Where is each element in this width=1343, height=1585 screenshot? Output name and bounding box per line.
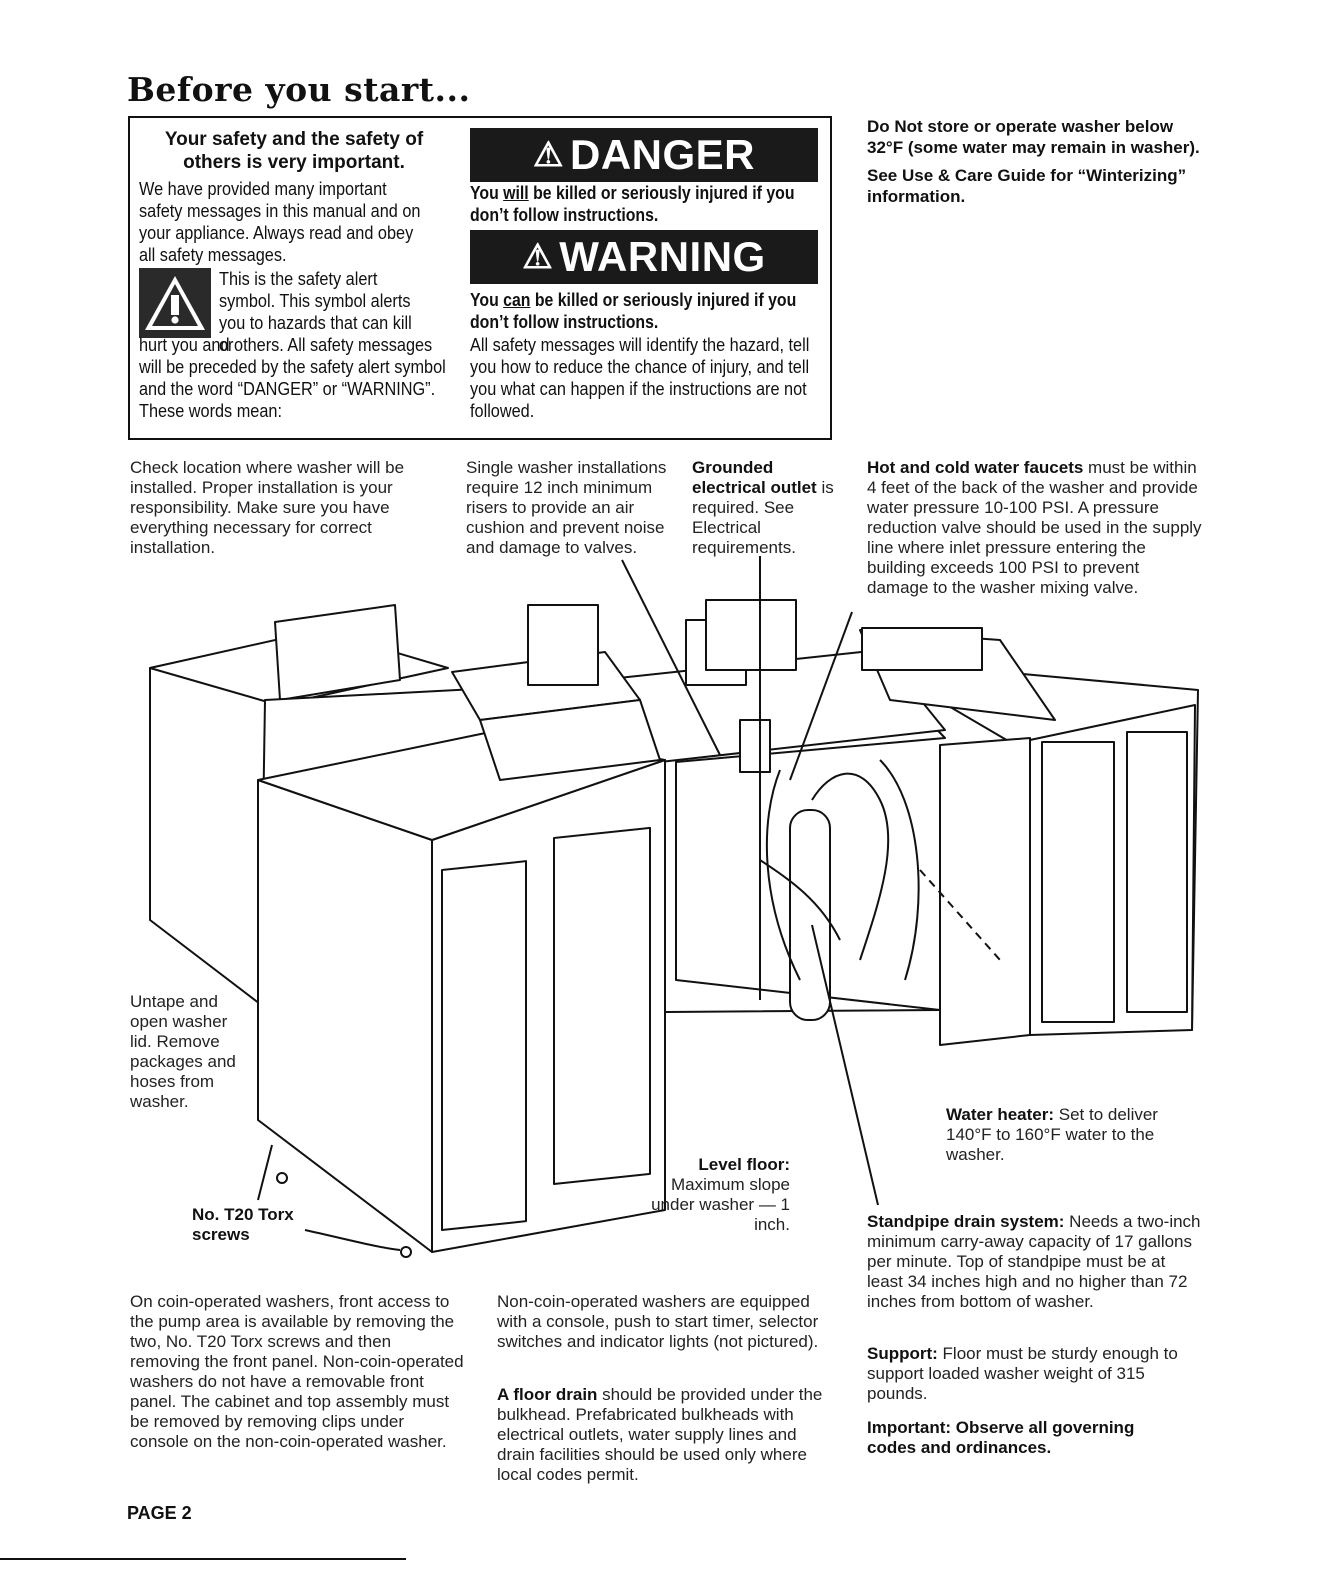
level-floor-label: Level floor:: [698, 1155, 790, 1174]
grounded-outlet-text: is required. See Electrical requirements…: [692, 478, 834, 557]
standpipe-label: Standpipe drain system:: [867, 1212, 1065, 1231]
danger-text-key: will: [503, 183, 529, 203]
footer-rule: [0, 1558, 406, 1560]
safety-alert-icon: [139, 268, 211, 338]
level-floor-callout: Level floor:Maximum slope under washer —…: [630, 1155, 790, 1235]
torx-screws-callout: No. T20 Torx screws: [192, 1205, 294, 1244]
warning-text-key: can: [503, 290, 531, 310]
grounded-outlet-callout: Grounded electrical outlet is required. …: [692, 458, 842, 558]
coin-operated-text: On coin-operated washers, front access t…: [130, 1292, 464, 1451]
level-floor-text: Maximum slope under washer — 1 inch.: [651, 1175, 790, 1234]
danger-alert-icon: ⚠: [533, 136, 564, 174]
page-title: Before you start...: [127, 70, 471, 109]
support-text: Floor must be sturdy enough to support l…: [867, 1344, 1178, 1403]
freeze-warning-text: Do Not store or operate washer below 32°…: [867, 117, 1200, 157]
important-note: Important: Observe all governing codes a…: [867, 1418, 1135, 1457]
water-heater-label: Water heater:: [946, 1105, 1055, 1124]
warning-text-pre: You: [470, 290, 504, 310]
danger-banner: ⚠ DANGER: [470, 128, 818, 182]
grounded-outlet-label: Grounded electrical outlet: [692, 458, 817, 497]
faucets-label: Hot and cold water faucets: [867, 458, 1084, 477]
support-label: Support:: [867, 1344, 938, 1363]
warning-alert-icon: ⚠: [522, 238, 554, 276]
support-callout: Support: Floor must be sturdy enough to …: [867, 1344, 1202, 1404]
faucets-text: must be within 4 feet of the back of the…: [867, 458, 1202, 597]
freeze-warning: Do Not store or operate washer below 32°…: [867, 116, 1207, 207]
check-location-callout: Check location where washer will be inst…: [130, 458, 405, 557]
water-heater-text: Set to deliver 140°F to 160°F water to t…: [946, 1105, 1158, 1164]
safety-symbol-text-cont: hurt you and others. All safety messages…: [139, 334, 446, 421]
warning-label: WARNING: [559, 233, 766, 280]
safety-intro: We have provided many important safety m…: [139, 178, 421, 265]
danger-text: You will be killed or seriously injured …: [470, 182, 804, 226]
untape-callout: Untape and open washer lid. Remove packa…: [130, 992, 236, 1111]
single-washer-callout: Single washer installations require 12 i…: [466, 458, 667, 557]
floor-drain-label: A floor drain: [497, 1385, 598, 1404]
danger-text-pre: You: [470, 183, 504, 203]
safety-box: [128, 116, 832, 440]
danger-label: DANGER: [569, 131, 755, 178]
floor-drain-body: should be provided under the bulkhead. P…: [497, 1385, 823, 1484]
standpipe-text: Needs a two-inch minimum carry-away capa…: [867, 1212, 1201, 1311]
water-heater-callout: Water heater: Set to deliver 140°F to 16…: [946, 1105, 1191, 1165]
warning-text-post: be killed or seriously injured if you do…: [470, 290, 797, 332]
winterizing-note: See Use & Care Guide for “Winterizing” i…: [867, 166, 1187, 206]
warning-banner: ⚠ WARNING: [470, 230, 818, 284]
standpipe-callout: Standpipe drain system: Needs a two-inch…: [867, 1212, 1202, 1312]
warning-text: You can be killed or seriously injured i…: [470, 289, 804, 333]
page-number: PAGE 2: [127, 1503, 192, 1523]
danger-text-post: be killed or seriously injured if you do…: [470, 183, 795, 225]
floor-drain-text: A floor drain should be provided under t…: [497, 1385, 832, 1485]
faucets-callout: Hot and cold water faucets must be withi…: [867, 458, 1202, 598]
safety-symbol-text: This is the safety alert symbol. This sy…: [219, 268, 412, 355]
safety-heading: Your safety and the safety of others is …: [164, 129, 424, 173]
non-coin-text: Non-coin-operated washers are equipped w…: [497, 1292, 819, 1351]
safety-all-messages: All safety messages will identify the ha…: [470, 334, 810, 421]
